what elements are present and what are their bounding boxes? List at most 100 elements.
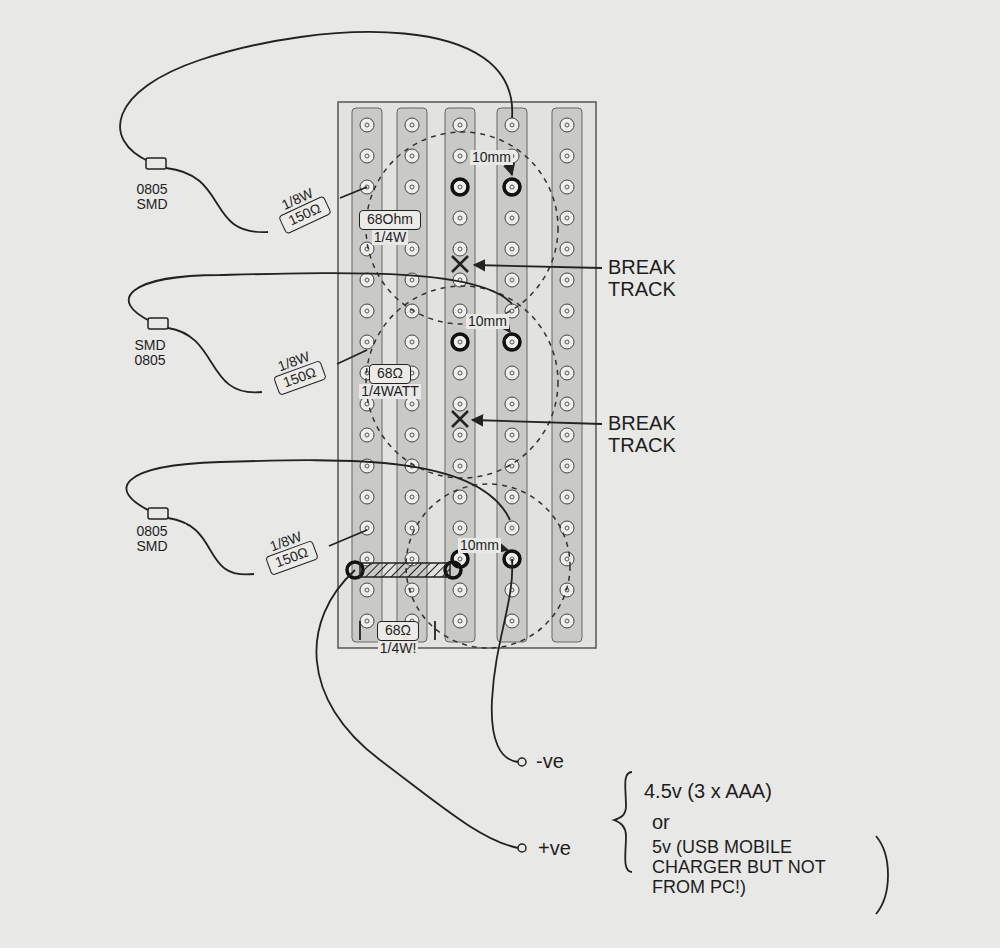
hole	[505, 273, 519, 287]
copper-strips	[352, 108, 582, 642]
hole	[453, 180, 467, 194]
label: 10mm	[458, 538, 501, 553]
hole	[405, 118, 419, 132]
hole	[560, 211, 574, 225]
resistor-symbol: 1/8W150Ω	[260, 526, 319, 576]
hole	[360, 490, 374, 504]
hole	[405, 397, 419, 411]
hole	[405, 428, 419, 442]
hole	[405, 583, 419, 597]
hole	[505, 428, 519, 442]
hole	[560, 180, 574, 194]
hole	[405, 180, 419, 194]
copper-strip	[445, 108, 475, 642]
label: 4.5v (3 x AAA)	[642, 780, 774, 802]
power-rating: 1/4W!	[378, 641, 419, 656]
hole	[405, 149, 419, 163]
resistor-symbol: 1/8W150Ω	[268, 346, 327, 396]
hole	[505, 521, 519, 535]
hole	[560, 490, 574, 504]
hole	[360, 583, 374, 597]
hatched-component	[360, 563, 450, 577]
hole	[505, 211, 519, 225]
hole	[453, 304, 467, 318]
hole	[560, 428, 574, 442]
hole	[505, 335, 519, 349]
hole	[560, 149, 574, 163]
label: 0805 SMD	[118, 182, 186, 213]
hole	[405, 521, 419, 535]
resistor-value: 68Ω	[369, 364, 411, 383]
hole	[560, 304, 574, 318]
resistor-symbol: 68Ω1/4WATT	[359, 364, 421, 399]
label: -ve	[534, 750, 566, 772]
resistor-value: 68Ohm	[359, 210, 421, 229]
hole	[560, 459, 574, 473]
led-lead-holes	[347, 179, 520, 578]
board-holes	[360, 118, 574, 628]
hole	[453, 242, 467, 256]
hole	[505, 366, 519, 380]
hole	[405, 335, 419, 349]
resistor-symbol: 68Ω1/4W!	[377, 621, 419, 656]
hole	[560, 397, 574, 411]
hole	[360, 428, 374, 442]
hole	[360, 273, 374, 287]
leader-arrow	[472, 160, 602, 550]
hole	[405, 490, 419, 504]
hole	[560, 273, 574, 287]
hole	[505, 490, 519, 504]
label: BREAK TRACK	[606, 412, 720, 456]
label: SMD 0805	[116, 338, 184, 369]
hole	[453, 366, 467, 380]
hole	[453, 614, 467, 628]
brace	[614, 772, 632, 872]
hole	[560, 552, 574, 566]
hole	[453, 397, 467, 411]
hole	[505, 397, 519, 411]
hole	[560, 118, 574, 132]
hole	[505, 242, 519, 256]
hole	[505, 614, 519, 628]
label: 10mm	[466, 314, 509, 329]
power-rating: 1/4WATT	[359, 384, 421, 399]
bracket	[876, 836, 888, 914]
label: 5v (USB MOBILE CHARGER BUT NOT FROM PC!)	[650, 838, 876, 897]
label: +ve	[536, 837, 573, 859]
label: 0805 SMD	[118, 524, 186, 555]
copper-strip	[552, 108, 582, 642]
hole	[453, 118, 467, 132]
label: BREAK TRACK	[606, 256, 720, 300]
resistor-value: 68Ω	[377, 621, 419, 640]
hole	[453, 211, 467, 225]
hole	[453, 490, 467, 504]
hole	[505, 118, 519, 132]
hole	[453, 149, 467, 163]
hole	[560, 242, 574, 256]
hole	[360, 614, 374, 628]
hole	[453, 583, 467, 597]
resistor-symbol: 1/8W150Ω	[272, 182, 332, 235]
hole	[453, 459, 467, 473]
label: or	[650, 811, 672, 833]
hole	[560, 614, 574, 628]
hole	[453, 521, 467, 535]
power-rating: 1/4W	[372, 230, 409, 245]
hole	[360, 304, 374, 318]
hole	[560, 366, 574, 380]
label: 10mm	[470, 150, 513, 165]
hole	[505, 180, 519, 194]
hole	[453, 428, 467, 442]
hole	[453, 335, 467, 349]
terminal	[518, 758, 526, 852]
hole	[360, 335, 374, 349]
resistor-symbol: 68Ohm1/4W	[359, 210, 421, 245]
hole	[560, 521, 574, 535]
hole	[360, 149, 374, 163]
wire	[120, 32, 518, 848]
hole	[405, 304, 419, 318]
hole	[360, 118, 374, 132]
